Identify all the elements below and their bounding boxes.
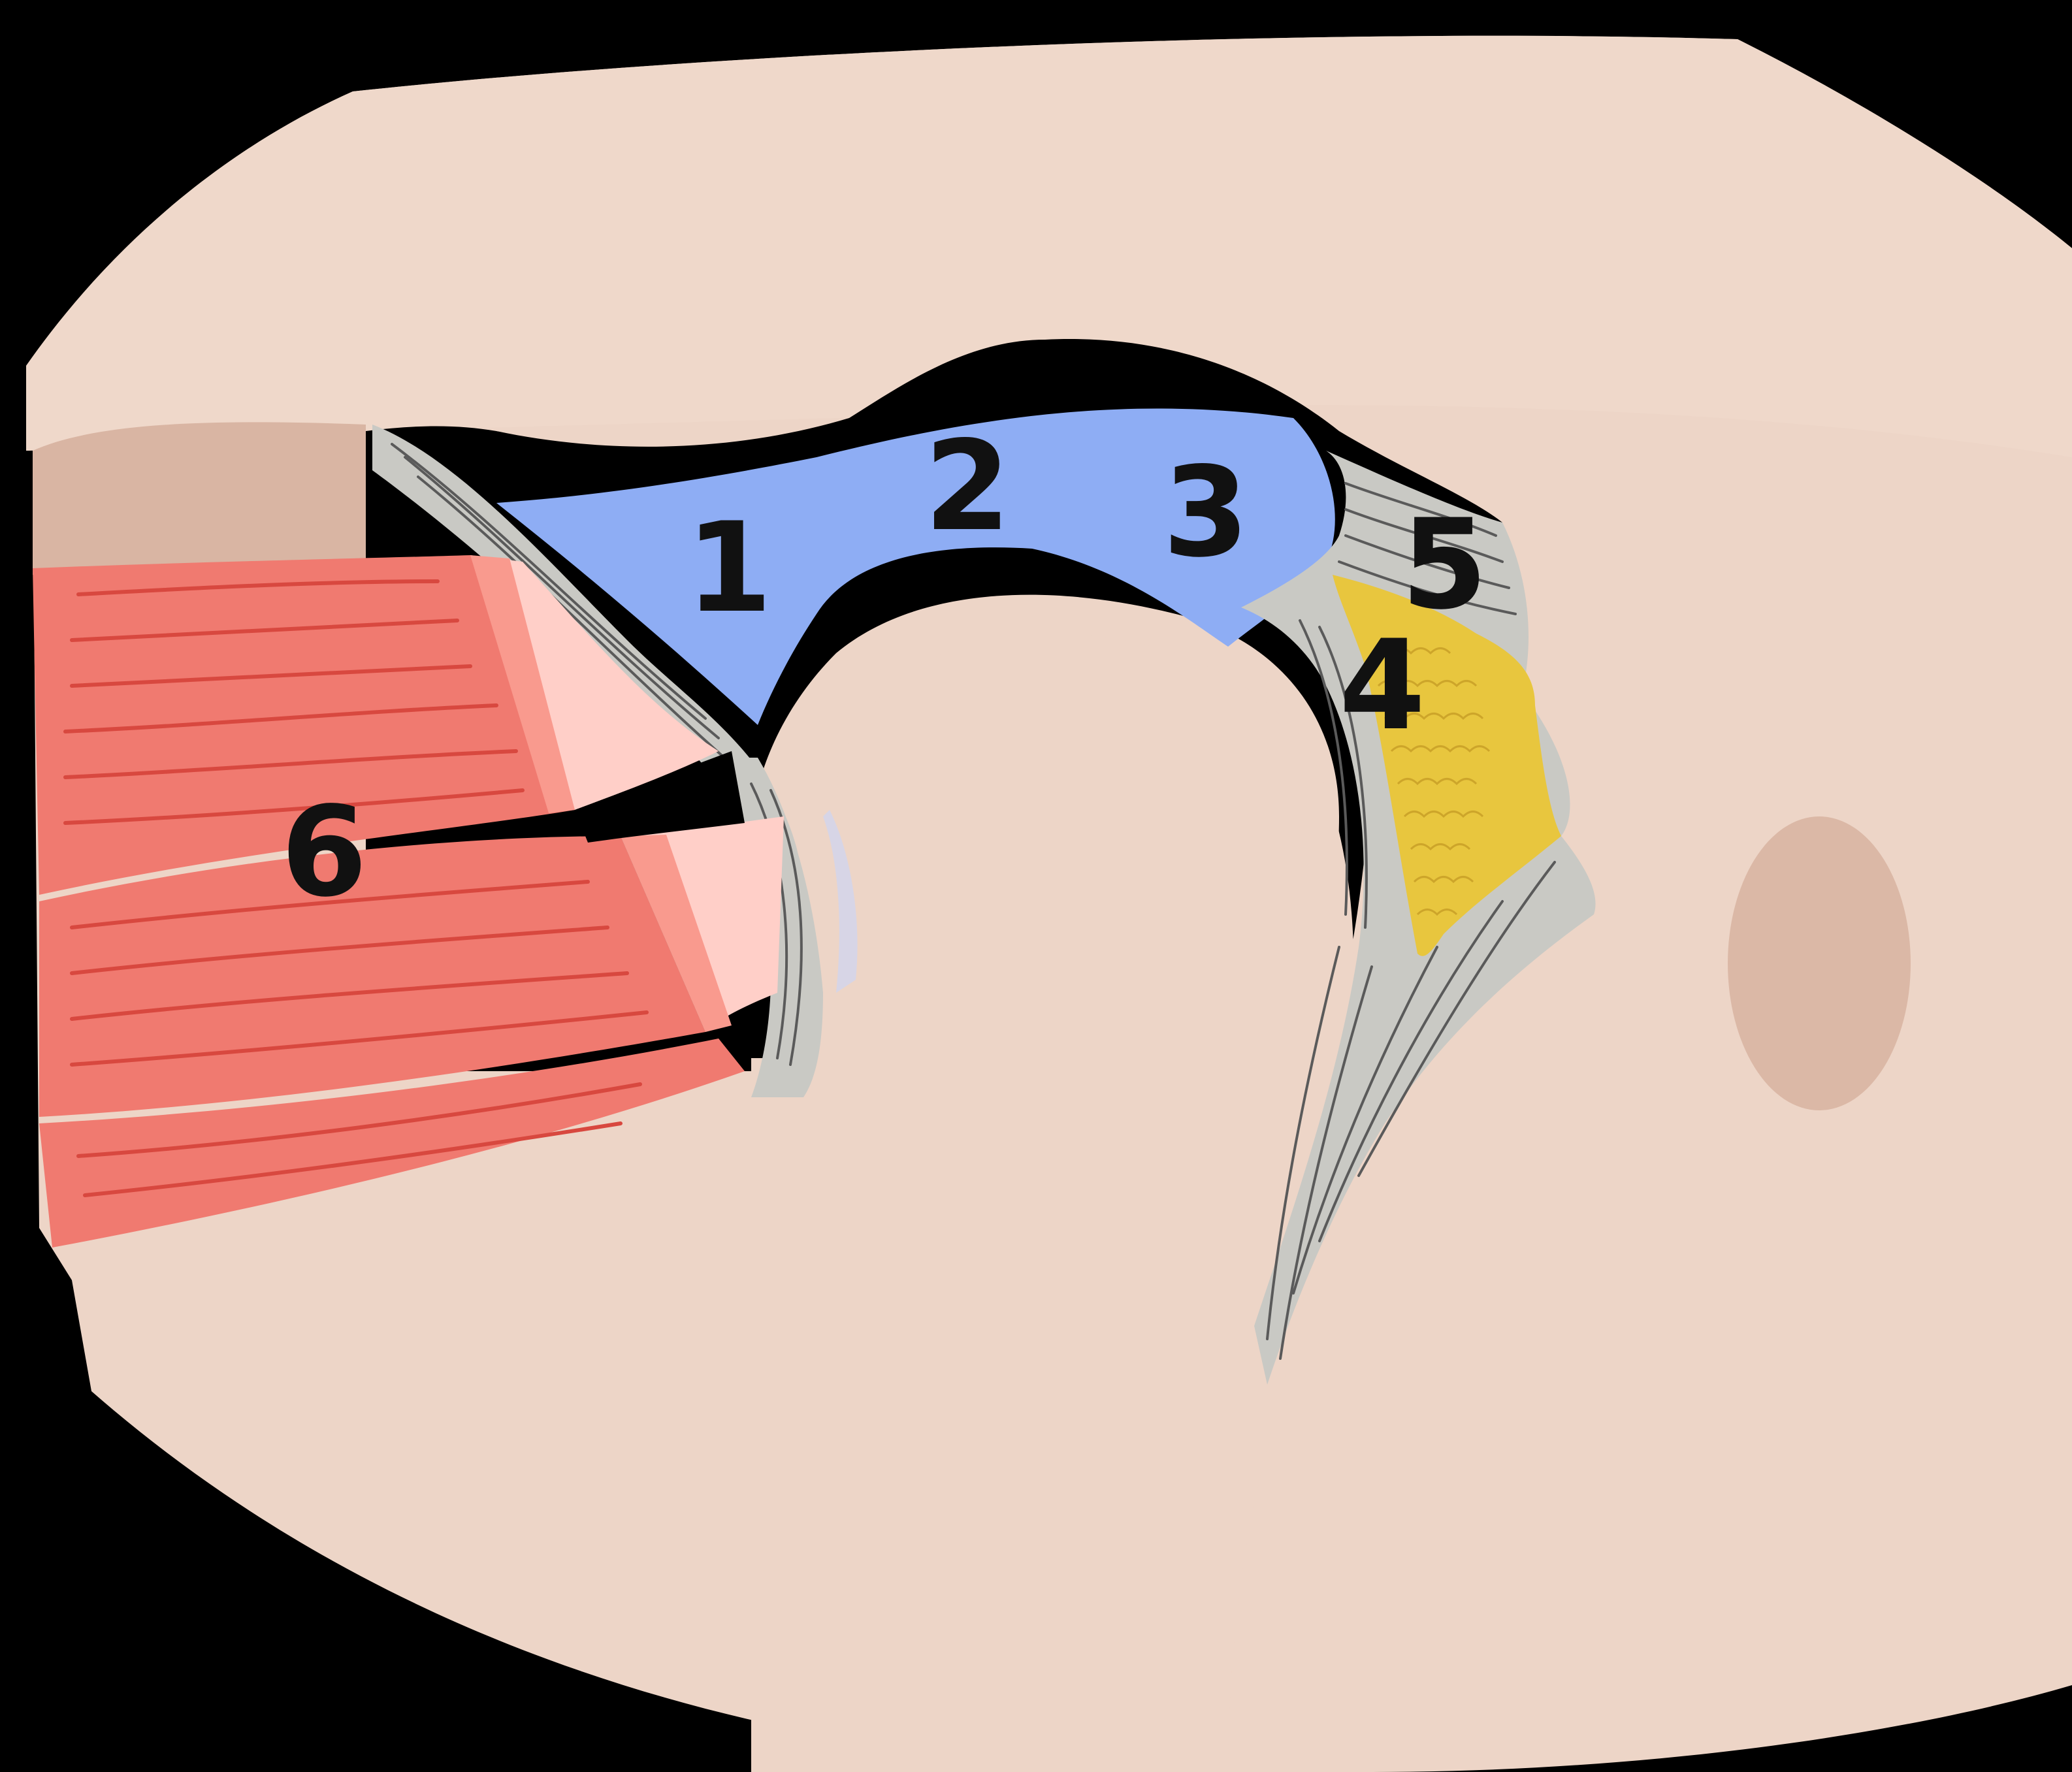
label-5: 5 [1401,492,1487,637]
label-1: 1 [686,496,772,640]
label-6: 6 [281,780,367,924]
upper-left-brown-region [33,422,366,575]
label-3: 3 [1163,440,1249,585]
marrow-spot [1728,816,1911,1110]
label-2: 2 [924,414,1011,558]
